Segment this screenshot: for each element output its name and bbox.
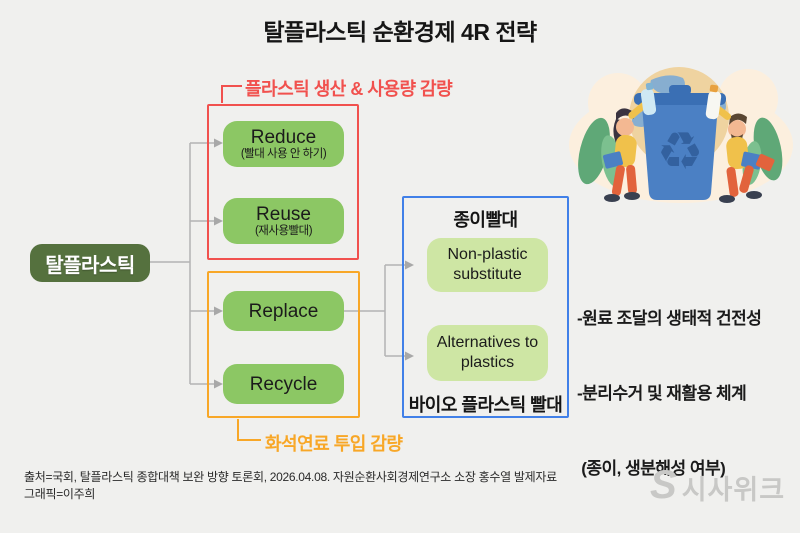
side-note-line: -분리수거 및 재활용 체계 [577,384,747,403]
red-bracket-line [221,85,242,103]
node-replace-title: Replace [248,300,319,322]
red-group-frame [207,104,359,260]
source-line: 출처=국회, 탈플라스틱 종합대책 보완 방향 토론회, 2026.04.08.… [24,470,557,484]
blue-panel-top-label: 종이빨대 [453,210,518,230]
node-reuse: Reuse (재사용빨대) [223,198,344,244]
sisaweek-logo-text: 시사위크 [681,474,786,505]
node-recycle: Recycle [223,364,344,404]
sisaweek-logo-icon: S [650,463,677,507]
node-alternatives: Alternatives to plastics [427,325,548,381]
red-group-label: 플라스틱 생산 & 사용량 감량 [245,79,453,99]
orange-bracket-line [237,419,261,441]
blue-panel-bottom-label: 바이오 플라스틱 빨대 [408,395,563,415]
node-replace: Replace [223,291,344,331]
orange-group-label: 화석연료 투입 감량 [265,434,403,454]
footer-credits: 출처=국회, 탈플라스틱 종합대책 보완 방향 토론회, 2026.04.08.… [24,469,557,503]
recycle-symbol-icon: ♻ [657,122,704,182]
publisher-logo: S 시사위크 [650,463,786,507]
orange-group-frame [207,271,360,418]
node-reduce-title: Reduce [250,127,317,148]
credit-line: 그래픽=이주희 [24,487,96,501]
side-note-line: (종이, 생분해성 여부) [577,459,726,478]
node-recycle-title: Recycle [249,373,318,395]
node-reuse-title: Reuse [256,204,311,225]
recycle-bin-shape: ♻ [634,85,726,200]
side-notes: -원료 조달의 생태적 건전성 -분리수거 및 재활용 체계 (종이, 생분해성… [577,256,762,531]
person-right-shape [705,84,775,203]
node-deplastic: 탈플라스틱 [30,244,150,282]
node-nonplastic: Non-plastic substitute [427,238,548,292]
recycling-illustration: ♻ [569,67,793,203]
node-reuse-subtitle: (재사용빨대) [254,225,313,237]
blue-panel-frame [402,196,569,418]
person-left-shape [602,82,657,202]
node-reduce-subtitle: (빨대 사용 안 하기) [240,148,327,160]
side-note-line: -원료 조달의 생태적 건전성 [577,309,762,328]
node-reduce: Reduce (빨대 사용 안 하기) [223,121,344,167]
page-title: 탈플라스틱 순환경제 4R 전략 [263,19,537,45]
